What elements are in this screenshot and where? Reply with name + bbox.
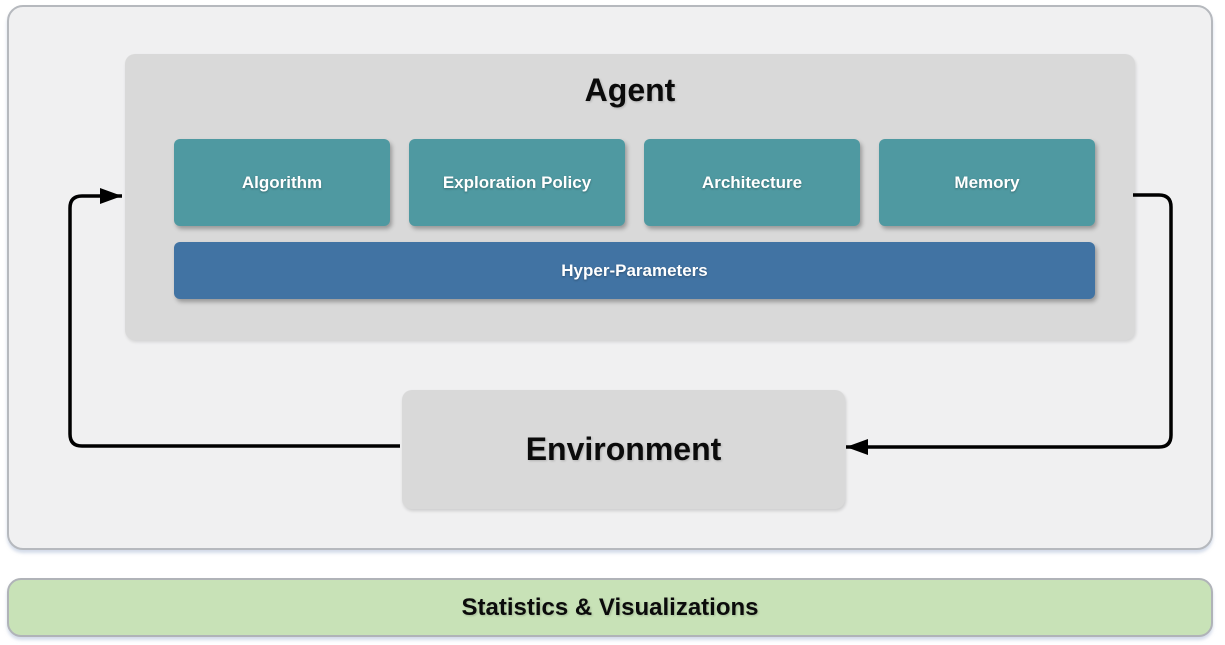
agent-module-exploration-policy-label: Exploration Policy xyxy=(442,172,592,192)
agent-module-algorithm: Algorithm xyxy=(174,139,390,226)
training-loop-panel: Agent Algorithm Exploration Policy Archi… xyxy=(7,5,1213,550)
agent-module-exploration-policy: Exploration Policy xyxy=(409,139,625,226)
agent-module-memory-label: Memory xyxy=(954,172,1020,192)
agent-box: Agent Algorithm Exploration Policy Archi… xyxy=(125,54,1135,340)
agent-module-memory: Memory xyxy=(879,139,1095,226)
agent-module-architecture: Architecture xyxy=(644,139,860,226)
environment-title: Environment xyxy=(525,431,722,467)
hyper-parameters-label: Hyper-Parameters xyxy=(561,260,708,280)
agent-module-row: Algorithm Exploration Policy Architectur… xyxy=(174,139,1095,226)
hyper-parameters-bar: Hyper-Parameters xyxy=(174,242,1095,299)
agent-module-algorithm-label: Algorithm xyxy=(241,172,323,192)
agent-module-architecture-label: Architecture xyxy=(701,172,803,192)
environment-box: Environment xyxy=(402,390,845,509)
statistics-visualizations-label: Statistics & Visualizations xyxy=(461,593,759,621)
statistics-visualizations-bar: Statistics & Visualizations xyxy=(7,578,1213,637)
agent-title: Agent xyxy=(584,72,676,108)
